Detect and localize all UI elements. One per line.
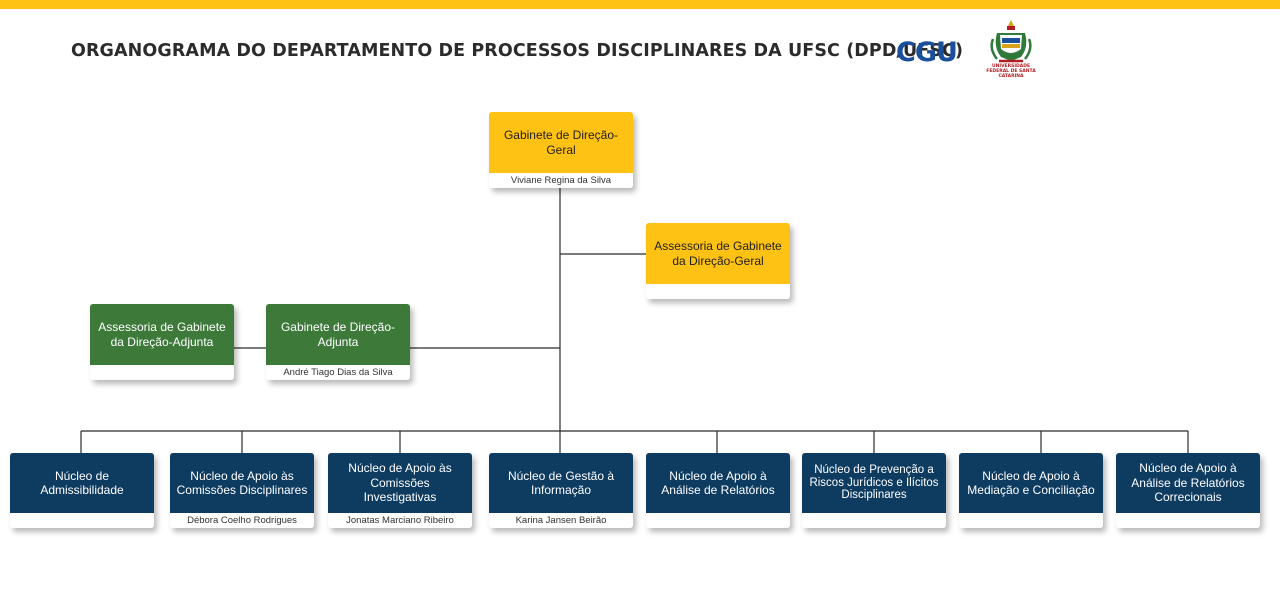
page-title: ORGANOGRAMA DO DEPARTAMENTO DE PROCESSOS…: [71, 41, 964, 61]
nucleo-name: [802, 513, 946, 528]
nucleo-title: Núcleo de Prevenção a Riscos Jurídicos e…: [802, 453, 946, 513]
nucleo-title: Núcleo de Apoio à Análise de Relatórios: [646, 453, 790, 513]
nucleo-box: Núcleo de Apoio às Comissões Investigati…: [328, 453, 472, 528]
top-accent-bar: [0, 0, 1280, 9]
nucleo-box: Núcleo de Gestão à Informação Karina Jan…: [489, 453, 633, 528]
nucleo-name: [1116, 513, 1260, 528]
ufsc-logo-caption: UNIVERSIDADE FEDERAL DE SANTA CATARINA: [986, 64, 1036, 79]
nucleo-box: Núcleo de Admissibilidade: [10, 453, 154, 528]
gabinete-direcao-adjunta-name: André Tiago Dias da Silva: [266, 365, 410, 380]
assessoria-direcao-adjunta-title: Assessoria de Gabinete da Direção-Adjunt…: [90, 304, 234, 365]
gabinete-direcao-geral-title: Gabinete de Direção-Geral: [489, 112, 633, 173]
assessoria-direcao-adjunta-name: [90, 365, 234, 380]
gabinete-direcao-adjunta-box: Gabinete de Direção-Adjunta André Tiago …: [266, 304, 410, 380]
assessoria-direcao-geral-title: Assessoria de Gabinete da Direção-Geral: [646, 223, 790, 284]
nucleo-box: Núcleo de Prevenção a Riscos Jurídicos e…: [802, 453, 946, 528]
nucleo-name: Débora Coelho Rodrigues: [170, 513, 314, 528]
nucleo-box: Núcleo de Apoio à Análise de Relatórios: [646, 453, 790, 528]
assessoria-direcao-adjunta-box: Assessoria de Gabinete da Direção-Adjunt…: [90, 304, 234, 380]
nucleo-name: Jonatas Marciano Ribeiro: [328, 513, 472, 528]
nucleo-title: Núcleo de Apoio às Comissões Disciplinar…: [170, 453, 314, 513]
nucleo-name: [10, 513, 154, 528]
nucleo-name: [646, 513, 790, 528]
nucleo-title: Núcleo de Apoio à Mediação e Conciliação: [959, 453, 1103, 513]
nucleo-title: Núcleo de Gestão à Informação: [489, 453, 633, 513]
nucleo-title: Núcleo de Admissibilidade: [10, 453, 154, 513]
gabinete-direcao-geral-name: Viviane Regina da Silva: [489, 173, 633, 188]
nucleo-name: Karina Jansen Beirão: [489, 513, 633, 528]
nucleo-name: [959, 513, 1103, 528]
assessoria-direcao-geral-box: Assessoria de Gabinete da Direção-Geral: [646, 223, 790, 299]
gabinete-direcao-adjunta-title: Gabinete de Direção-Adjunta: [266, 304, 410, 365]
nucleo-title: Núcleo de Apoio às Comissões Investigati…: [328, 453, 472, 513]
cgu-logo: CGU: [896, 37, 958, 68]
assessoria-direcao-geral-name: [646, 284, 790, 299]
nucleo-box: Núcleo de Apoio às Comissões Disciplinar…: [170, 453, 314, 528]
gabinete-direcao-geral-box: Gabinete de Direção-Geral Viviane Regina…: [489, 112, 633, 188]
nucleo-box: Núcleo de Apoio à Análise de Relatórios …: [1116, 453, 1260, 528]
nucleo-title: Núcleo de Apoio à Análise de Relatórios …: [1116, 453, 1260, 513]
ufsc-crest-icon: [990, 20, 1032, 63]
nucleo-box: Núcleo de Apoio à Mediação e Conciliação: [959, 453, 1103, 528]
